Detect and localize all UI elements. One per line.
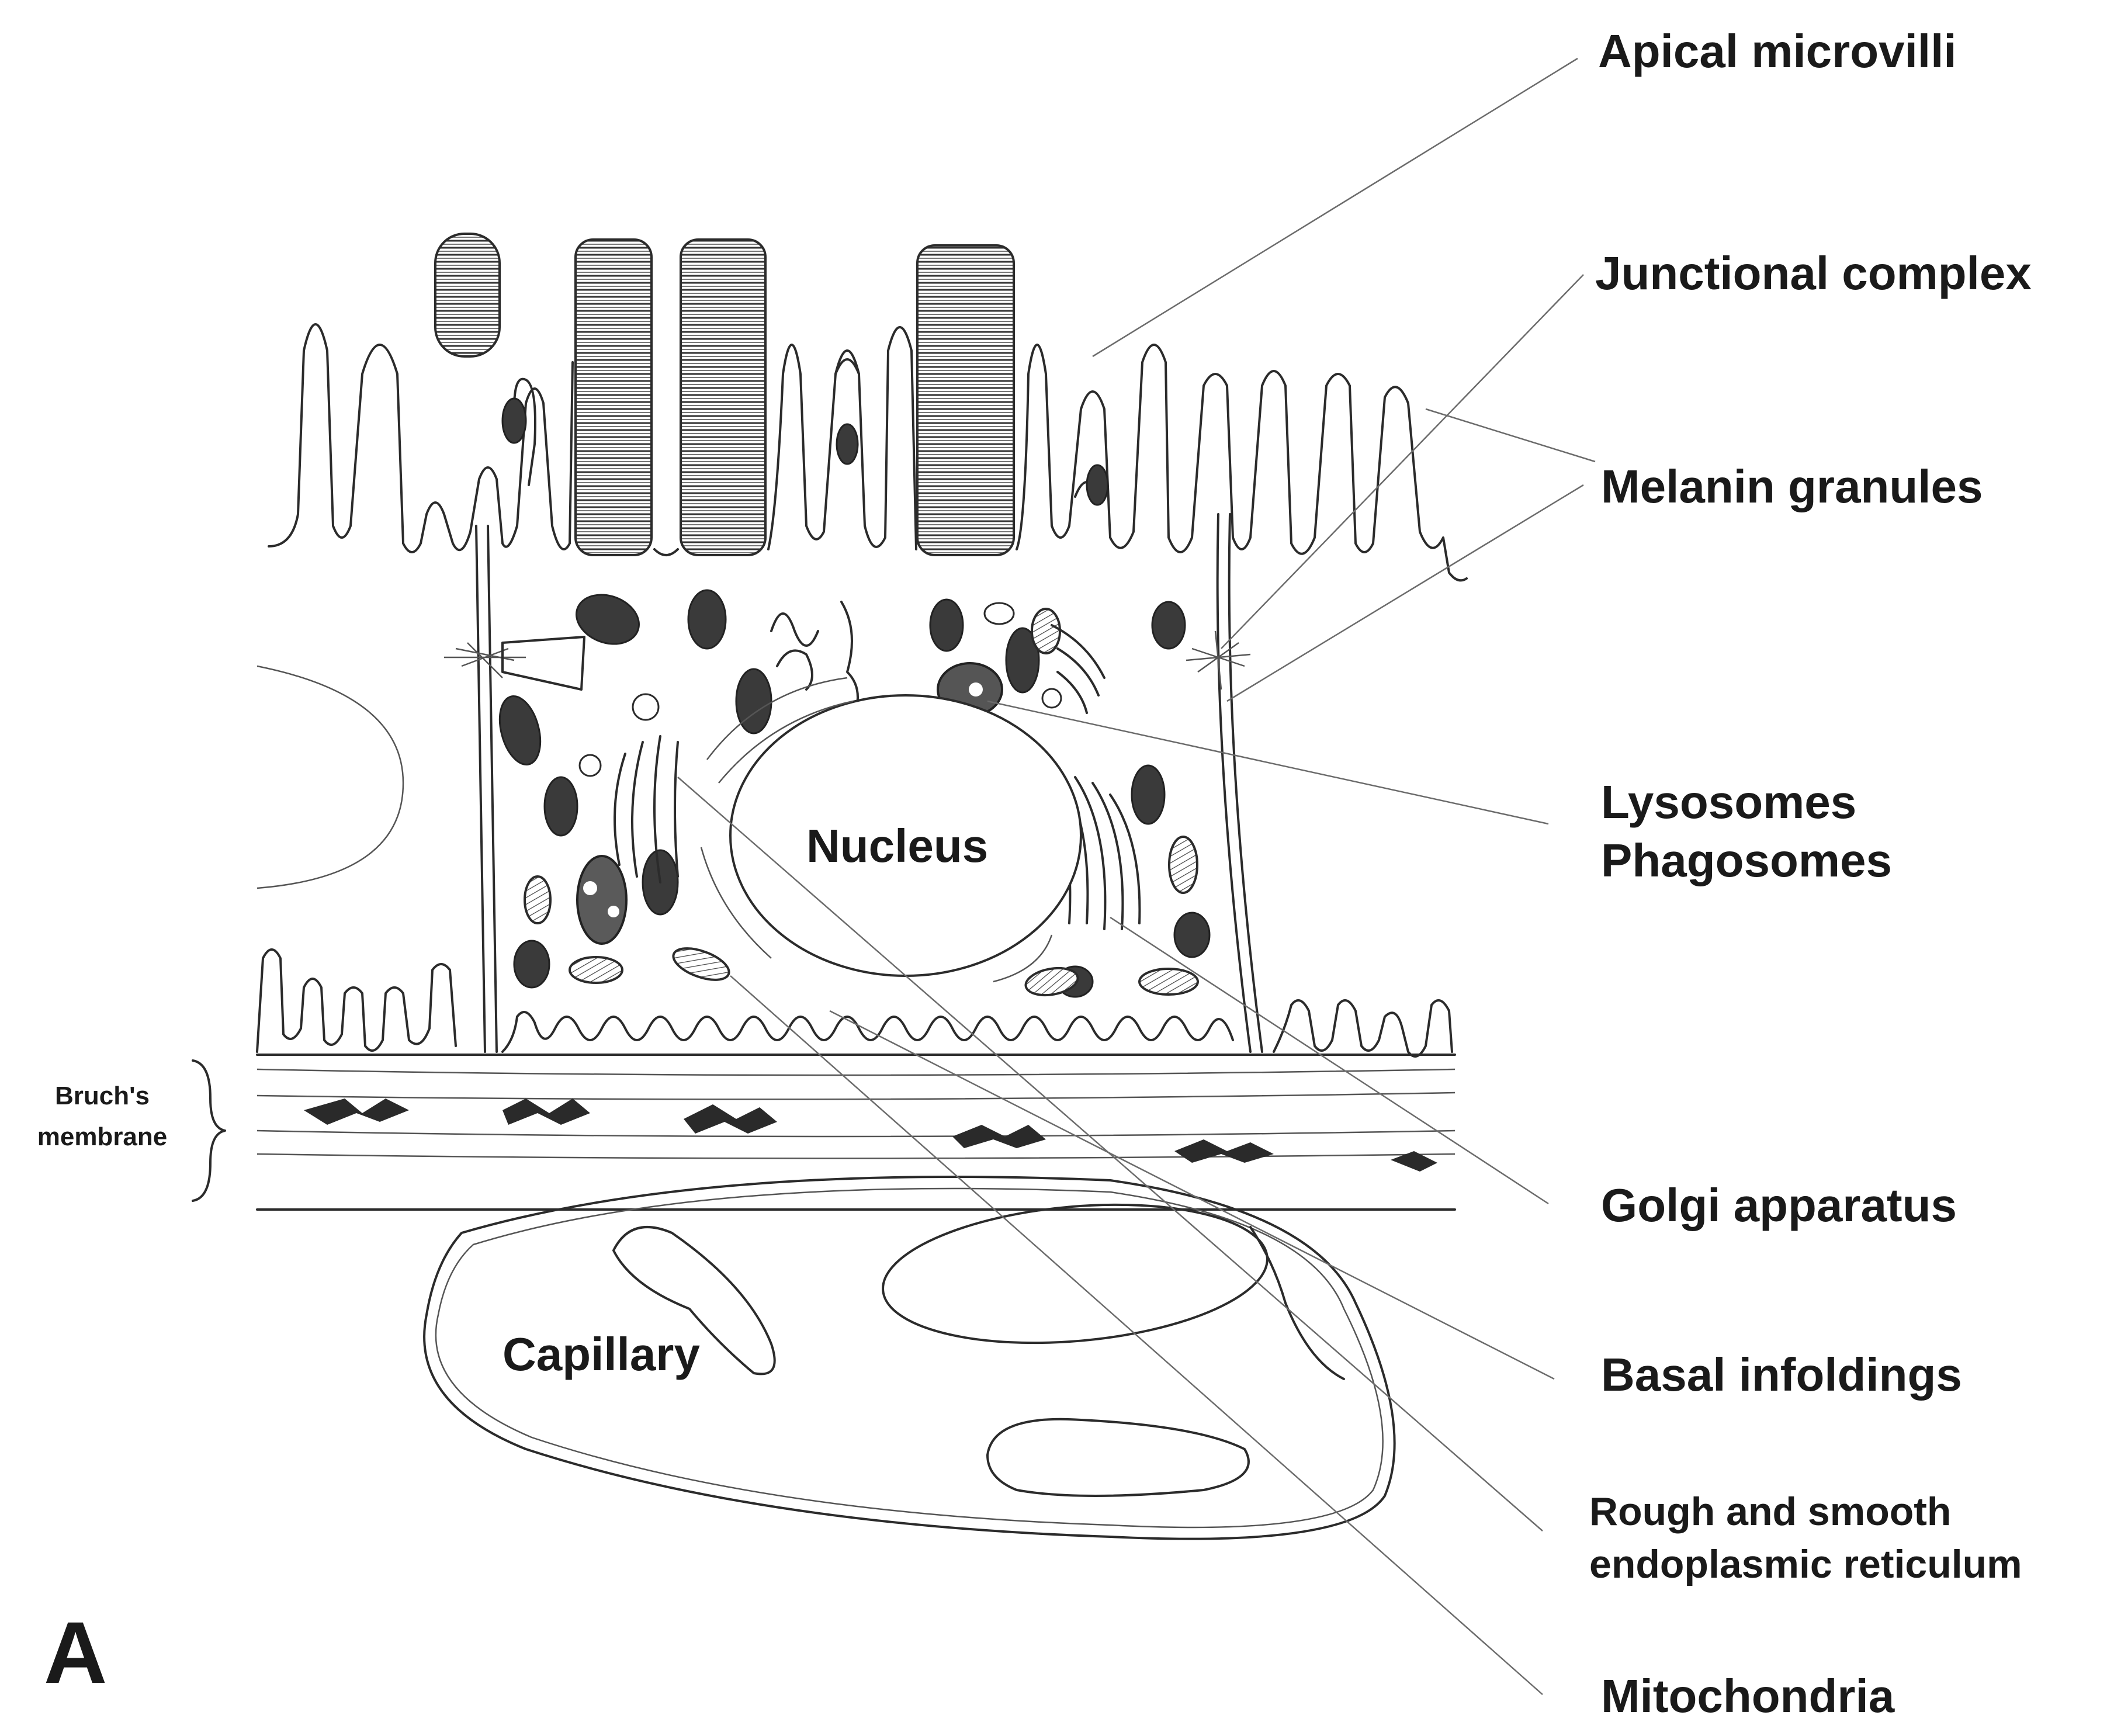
label-apical-microvilli: Apical microvilli (1598, 25, 1957, 77)
label-lysosomes: Lysosomes (1601, 776, 1856, 828)
neighbour-cell-outline (257, 666, 403, 888)
label-melanin-granules: Melanin granules (1601, 460, 1983, 512)
label-nucleus: Nucleus (806, 820, 988, 872)
label-er-line2: endoplasmic reticulum (1589, 1542, 2022, 1586)
bruchs-membrane (193, 1055, 1455, 1210)
label-basal-infoldings: Basal infoldings (1601, 1349, 1962, 1401)
label-junctional-complex: Junctional complex (1595, 247, 2032, 299)
label-bruch-line2: membrane (37, 1122, 168, 1151)
label-golgi-apparatus: Golgi apparatus (1601, 1179, 1957, 1231)
label-mitochondria: Mitochondria (1601, 1670, 1895, 1722)
label-capillary: Capillary (502, 1328, 700, 1380)
label-phagosomes: Phagosomes (1601, 834, 1892, 886)
junctional-complex-shapes (444, 631, 1250, 689)
photoreceptor-outer-segments (435, 234, 1014, 555)
label-bruch-line1: Bruch's (55, 1082, 150, 1110)
apical-microvilli-border (269, 324, 1467, 580)
panel-letter: A (44, 1603, 107, 1702)
label-er-line1: Rough and smooth (1589, 1489, 1951, 1534)
